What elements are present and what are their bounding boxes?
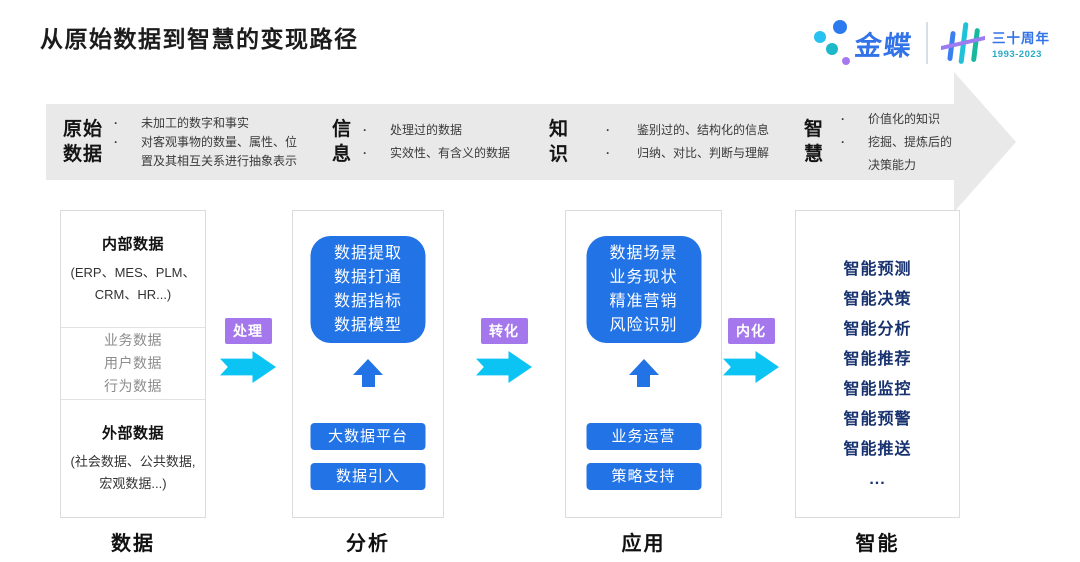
bullet-icon: · (114, 115, 119, 130)
stage-point: · 鉴别过的、结构化的信息 (569, 119, 769, 142)
dot-cyan-icon (814, 31, 826, 43)
right-arrow-icon (476, 351, 532, 383)
stage-point: · 对客观事物的数量、属性、位置及其相互关系进行抽象表示 (103, 133, 301, 171)
column-analysis: 数据提取 数据打通 数据指标 数据模型 大数据平台 数据引入 (292, 210, 444, 518)
external-data-section: 外部数据 (社会数据、公共数据, 宏观数据...) (61, 400, 205, 517)
flow-process: 处理 (217, 318, 279, 383)
anniversary-title: 三十周年 (992, 30, 1050, 46)
data-import-tag: 数据引入 (310, 463, 426, 490)
bullet-icon: · (841, 134, 846, 149)
list-item: 行为数据 (104, 378, 162, 394)
column-intelligence: 智能预测 智能决策 智能分析 智能推荐 智能监控 智能预警 智能推送 ... (795, 210, 960, 518)
middle-data-section: 业务数据 用户数据 行为数据 (61, 328, 205, 400)
stage-point: · 实效性、有含义的数据 (352, 142, 510, 165)
section-body: (ERP、MES、PLM、 CRM、HR...) (70, 264, 196, 302)
bullet-icon: · (114, 134, 119, 149)
stage-label: 知 识 (549, 119, 570, 165)
stage-label: 智 慧 (804, 119, 825, 165)
banner-arrowhead (954, 72, 1016, 212)
stage-point: · 归纳、对比、判断与理解 (569, 142, 769, 165)
list-item: 业务数据 (104, 332, 162, 348)
up-arrow-icon (628, 359, 659, 387)
strategy-support-tag: 策略支持 (586, 463, 701, 490)
brand-name: 金蝶 (853, 30, 915, 61)
stage-point: · 挖掘、提炼后的决策能力 (824, 131, 954, 177)
flow-label: 处理 (224, 318, 272, 344)
list-item: 智能分析 (843, 321, 912, 338)
column-label-analysis: 分析 (346, 533, 390, 555)
list-item: 智能监控 (843, 381, 912, 398)
column-label-application: 应用 (621, 533, 666, 555)
kingdee-logo: 金蝶 三十周年 1993-2023 (808, 16, 1050, 70)
bullet-icon: · (606, 146, 611, 160)
column-label-data: 数据 (111, 533, 155, 555)
right-arrow-icon (723, 351, 779, 383)
kingdee-dots-icon (808, 17, 852, 69)
column-application: 数据场景 业务现状 精准营销 风险识别 业务运营 策略支持 (565, 210, 722, 518)
stage-label: 原始 数据 (63, 119, 104, 165)
list-item: 用户数据 (104, 355, 162, 371)
list-item: 智能预警 (843, 411, 912, 428)
dot-purple-icon (842, 57, 850, 65)
page-title: 从原始数据到智慧的变现路径 (40, 26, 359, 52)
column-label-intelligence: 智能 (855, 533, 900, 555)
stage-point: · 价值化的知识 (824, 108, 954, 131)
list-item: 智能推送 (843, 441, 912, 458)
flow-transform: 转化 (473, 318, 535, 383)
right-arrow-icon (220, 351, 276, 383)
logo-divider (926, 22, 928, 64)
anniversary-years: 1993-2023 (992, 48, 1042, 60)
section-title: 内部数据 (101, 235, 164, 253)
flow-label: 转化 (480, 318, 528, 344)
application-scenarios-box: 数据场景 业务现状 精准营销 风险识别 (586, 236, 701, 343)
stage-label: 信 息 (332, 119, 353, 165)
bullet-icon: · (363, 123, 368, 137)
flow-label: 内化 (727, 318, 775, 344)
stage-point: · 处理过的数据 (352, 119, 510, 142)
column-data: 内部数据 (ERP、MES、PLM、 CRM、HR...) 业务数据 用户数据 … (60, 210, 206, 518)
stage-wisdom: 智 慧 · 价值化的知识 · 挖掘、提炼后的决策能力 (804, 104, 954, 180)
stage-information: 信 息 · 处理过的数据 · 实效性、有含义的数据 (332, 104, 510, 180)
section-title: 外部数据 (101, 425, 164, 442)
anniversary-30-icon (941, 22, 985, 64)
anniversary-text: 三十周年 1993-2023 (992, 27, 1050, 60)
business-operation-tag: 业务运营 (586, 423, 701, 450)
dikw-banner: 原始 数据 · 未加工的数字和事实 · 对客观事物的数量、属性、位置及其相互关系… (46, 104, 954, 180)
analysis-capabilities-box: 数据提取 数据打通 数据指标 数据模型 (310, 236, 426, 343)
section-body: (社会数据、公共数据, 宏观数据...) (70, 454, 196, 491)
list-item: 智能推荐 (843, 351, 912, 368)
dot-blue-icon (833, 20, 847, 34)
list-item: 智能预测 (843, 261, 912, 278)
up-arrow-icon (353, 359, 383, 387)
internal-data-section: 内部数据 (ERP、MES、PLM、 CRM、HR...) (61, 211, 205, 328)
list-item: 智能决策 (843, 291, 912, 308)
bullet-icon: · (841, 111, 846, 126)
bullet-icon: · (363, 146, 368, 160)
bullet-icon: · (606, 123, 611, 137)
stage-knowledge: 知 识 · 鉴别过的、结构化的信息 · 归纳、对比、判断与理解 (549, 104, 769, 180)
stage-point: · 未加工的数字和事实 (103, 114, 301, 133)
dot-teal-icon (826, 43, 838, 55)
stage-raw-data: 原始 数据 · 未加工的数字和事实 · 对客观事物的数量、属性、位置及其相互关系… (63, 104, 301, 180)
ellipsis-item: ... (869, 471, 886, 488)
big-data-platform-tag: 大数据平台 (310, 423, 426, 450)
flow-internalize: 内化 (720, 318, 782, 383)
